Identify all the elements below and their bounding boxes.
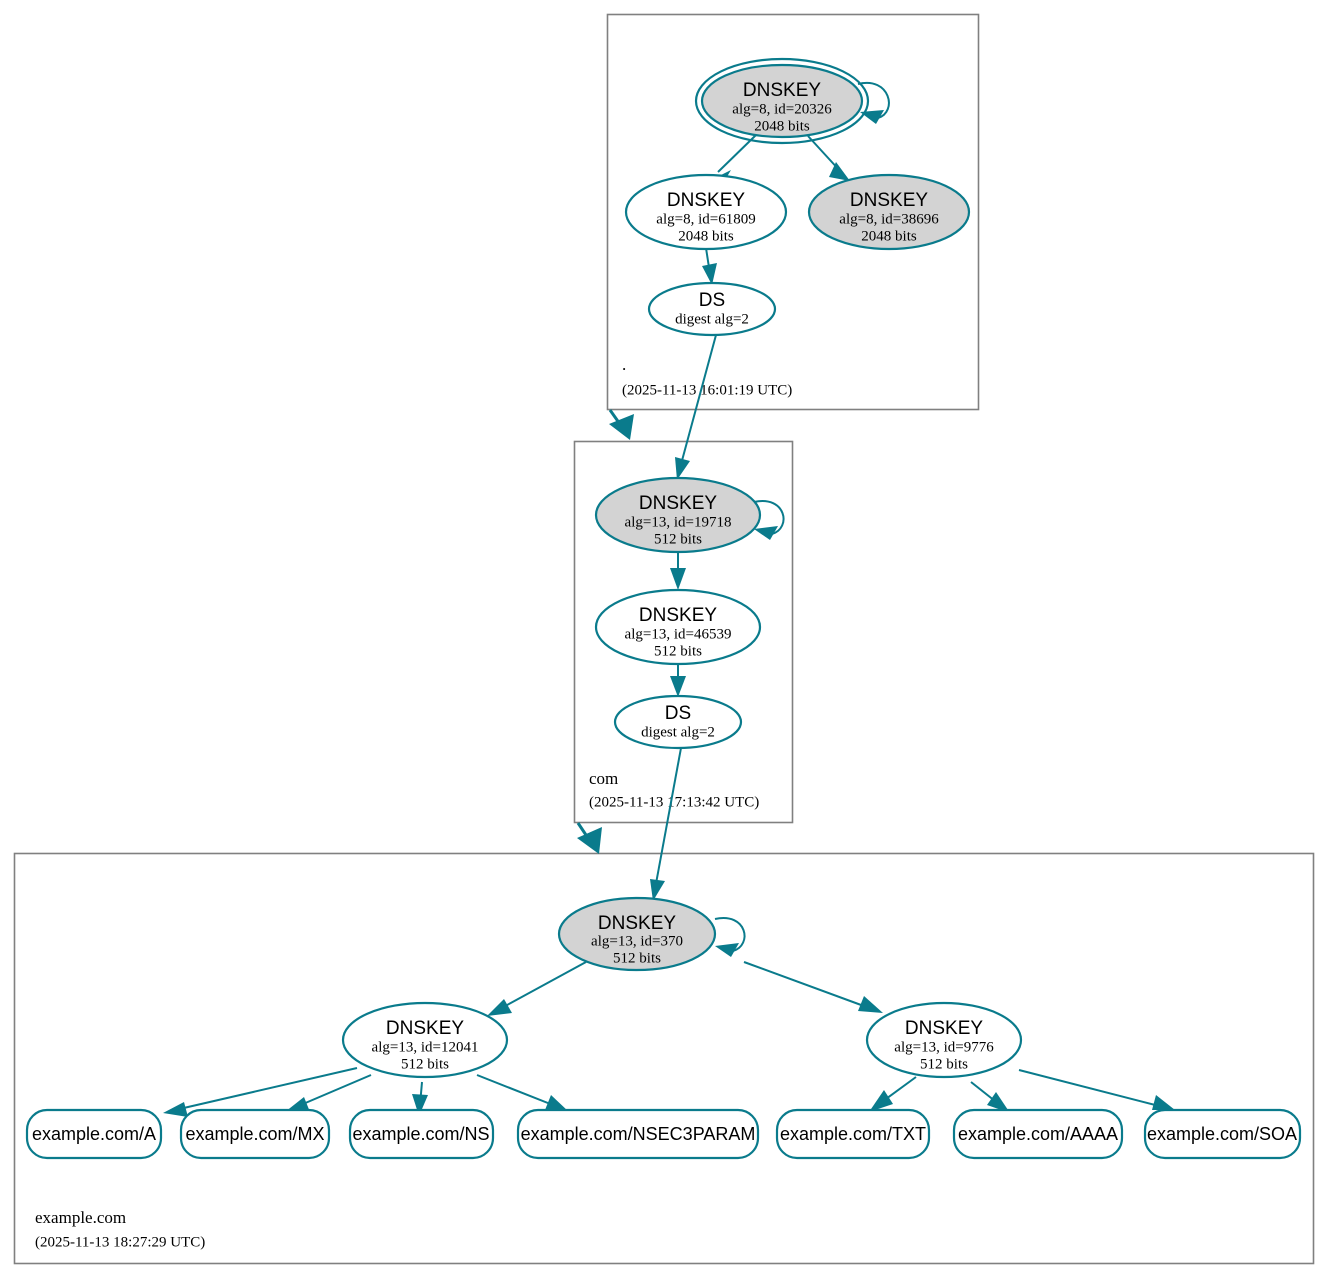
- node-root-ksk-20326[interactable]: DNSKEY alg=8, id=20326 2048 bits: [694, 57, 870, 145]
- edge-zsk9776-to-rr-aaaa: [970, 1081, 1010, 1113]
- node-label-keysize: 512 bits: [654, 643, 702, 659]
- zone-timestamp-com: (2025-11-13 17:13:42 UTC): [589, 794, 759, 810]
- node-com-ksk-19718[interactable]: DNSKEY alg=13, id=19718 512 bits: [594, 476, 762, 554]
- node-root-zsk-61809[interactable]: DNSKEY alg=8, id=61809 2048 bits: [624, 173, 788, 251]
- node-label-alg-id: alg=13, id=9776: [894, 1039, 994, 1055]
- edge-example-ksk-to-zsk12041: [487, 961, 587, 1016]
- node-label-type: DNSKEY: [667, 190, 745, 211]
- edge-zsk9776-to-rr-txt: [869, 1076, 917, 1112]
- rrset-example-com-aaaa[interactable]: example.com/AAAA: [952, 1108, 1124, 1160]
- node-label-type: DNSKEY: [639, 605, 717, 626]
- node-root-ds[interactable]: DS digest alg=2: [647, 281, 777, 337]
- edge-root-ds-to-com-ksk: [675, 334, 717, 480]
- node-label-alg-id: alg=13, id=370: [591, 933, 683, 949]
- edge-self-sign-example-ksk: [714, 917, 746, 957]
- node-label-alg-id: alg=13, id=12041: [372, 1039, 479, 1055]
- rrset-example-com-txt[interactable]: example.com/TXT: [775, 1108, 931, 1160]
- node-label-keysize: 512 bits: [613, 950, 661, 966]
- zone-label-com: com: [589, 769, 618, 788]
- edge-zsk9776-to-rr-soa: [1018, 1069, 1175, 1110]
- node-label-digest-alg: digest alg=2: [675, 311, 749, 327]
- rrset-label: example.com/AAAA: [958, 1124, 1118, 1144]
- rrset-label: example.com/A: [32, 1124, 156, 1144]
- node-example-zsk-9776[interactable]: DNSKEY alg=13, id=9776 512 bits: [865, 1001, 1023, 1079]
- edge-example-ksk-to-zsk9776: [743, 961, 883, 1013]
- zone-box-example-com: [13, 852, 1315, 1265]
- node-label-alg-id: alg=13, id=19718: [625, 514, 732, 530]
- node-label-alg-id: alg=8, id=61809: [656, 211, 755, 227]
- edge-zsk12041-to-rr-nsec3param: [476, 1074, 569, 1112]
- edge-zsk12041-to-rr-mx: [285, 1074, 372, 1112]
- edge-delegation-com-to-example: [576, 822, 602, 854]
- zone-label-example-com: example.com: [35, 1208, 126, 1227]
- edge-self-sign-com-ksk: [753, 500, 785, 540]
- node-label-keysize: 2048 bits: [754, 118, 810, 134]
- node-label-alg-id: alg=8, id=20326: [732, 101, 832, 117]
- node-root-zsk-38696[interactable]: DNSKEY alg=8, id=38696 2048 bits: [807, 173, 971, 251]
- node-label-type: DNSKEY: [598, 913, 676, 934]
- zone-box-root: [606, 13, 980, 411]
- rrset-label: example.com/TXT: [780, 1124, 926, 1144]
- rrset-label: example.com/MX: [185, 1124, 324, 1144]
- node-label-keysize: 2048 bits: [861, 228, 917, 244]
- node-label-keysize: 512 bits: [920, 1056, 968, 1072]
- node-label-type: DNSKEY: [639, 493, 717, 514]
- rrset-example-com-mx[interactable]: example.com/MX: [179, 1108, 331, 1160]
- node-label-digest-alg: digest alg=2: [641, 724, 715, 740]
- rrset-example-com-soa[interactable]: example.com/SOA: [1143, 1108, 1302, 1160]
- edge-com-zsk46539-to-ds: [670, 663, 686, 697]
- zone-timestamp-root: (2025-11-13 16:01:19 UTC): [622, 382, 792, 398]
- edge-zsk12041-to-rr-a: [163, 1067, 358, 1117]
- node-label-type: DNSKEY: [743, 80, 821, 101]
- rrset-example-com-a[interactable]: example.com/A: [25, 1108, 163, 1160]
- node-label-type: DS: [665, 703, 691, 724]
- edge-com-ksk-to-zsk46539: [670, 551, 686, 590]
- edge-root-ksk-to-zsk38696: [807, 135, 850, 181]
- rrset-example-com-nsec3param[interactable]: example.com/NSEC3PARAM: [516, 1108, 760, 1160]
- node-example-zsk-12041[interactable]: DNSKEY alg=13, id=12041 512 bits: [341, 1001, 509, 1079]
- node-label-alg-id: alg=13, id=46539: [625, 626, 732, 642]
- node-label-type: DNSKEY: [850, 190, 928, 211]
- node-label-keysize: 2048 bits: [678, 228, 734, 244]
- node-label-keysize: 512 bits: [654, 531, 702, 547]
- edge-zsk12041-to-rr-ns: [412, 1081, 428, 1116]
- node-com-zsk-46539[interactable]: DNSKEY alg=13, id=46539 512 bits: [594, 588, 762, 666]
- zone-box-com: [573, 440, 794, 824]
- edge-delegation-root-to-com: [608, 409, 634, 440]
- rrset-example-com-ns[interactable]: example.com/NS: [348, 1108, 495, 1160]
- node-label-keysize: 512 bits: [401, 1056, 449, 1072]
- node-label-alg-id: alg=8, id=38696: [839, 211, 939, 227]
- rrset-label: example.com/SOA: [1147, 1124, 1297, 1144]
- edge-root-zsk61809-to-ds: [702, 247, 717, 285]
- node-label-type: DNSKEY: [905, 1018, 983, 1039]
- edge-com-ds-to-example-ksk: [650, 747, 682, 901]
- zone-label-root: .: [622, 355, 626, 374]
- node-label-type: DS: [699, 290, 725, 311]
- edge-self-sign-root-ksk: [857, 81, 890, 124]
- zone-timestamp-example-com: (2025-11-13 18:27:29 UTC): [35, 1234, 205, 1250]
- node-label-type: DNSKEY: [386, 1018, 464, 1039]
- rrset-label: example.com/NSEC3PARAM: [521, 1124, 756, 1144]
- rrset-label: example.com/NS: [352, 1124, 489, 1144]
- node-com-ds[interactable]: DS digest alg=2: [613, 694, 743, 750]
- node-example-ksk-370[interactable]: DNSKEY alg=13, id=370 512 bits: [557, 896, 717, 972]
